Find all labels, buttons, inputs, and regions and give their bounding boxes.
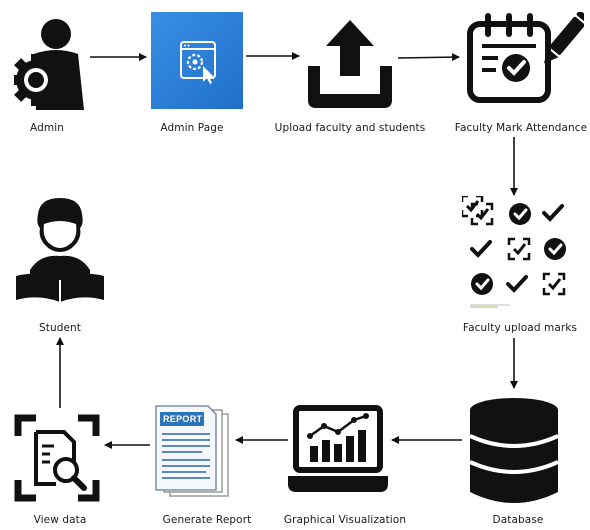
node-label-attendance: Faculty Mark Attendance bbox=[454, 122, 588, 134]
database-stack-icon bbox=[469, 398, 559, 503]
node-label-marks: Faculty upload marks bbox=[462, 322, 578, 334]
node-label-student: Student bbox=[38, 322, 82, 334]
attendance-notepad-icon bbox=[467, 12, 584, 103]
node-label-admin: Admin bbox=[30, 122, 64, 134]
laptop-chart-icon bbox=[288, 405, 388, 492]
node-label-upload: Upload faculty and students bbox=[274, 122, 426, 134]
node-label-visualization: Graphical Visualization bbox=[283, 514, 407, 526]
settings-window-icon bbox=[151, 12, 243, 109]
node-label-report: Generate Report bbox=[162, 514, 252, 526]
view-data-magnifier-icon bbox=[14, 414, 100, 502]
node-label-view: View data bbox=[33, 514, 87, 526]
report-document-icon: REPORT bbox=[152, 404, 232, 500]
checkmarks-grid-icon bbox=[462, 196, 566, 308]
report-icon-text: REPORT bbox=[163, 414, 203, 424]
student-reading-icon bbox=[16, 198, 104, 302]
admin-gear-person-icon bbox=[14, 19, 84, 110]
upload-tray-icon bbox=[308, 20, 392, 108]
arrow-upload-to-attendance bbox=[397, 53, 460, 62]
node-label-admin-page: Admin Page bbox=[160, 122, 224, 134]
node-label-database: Database bbox=[492, 514, 544, 526]
